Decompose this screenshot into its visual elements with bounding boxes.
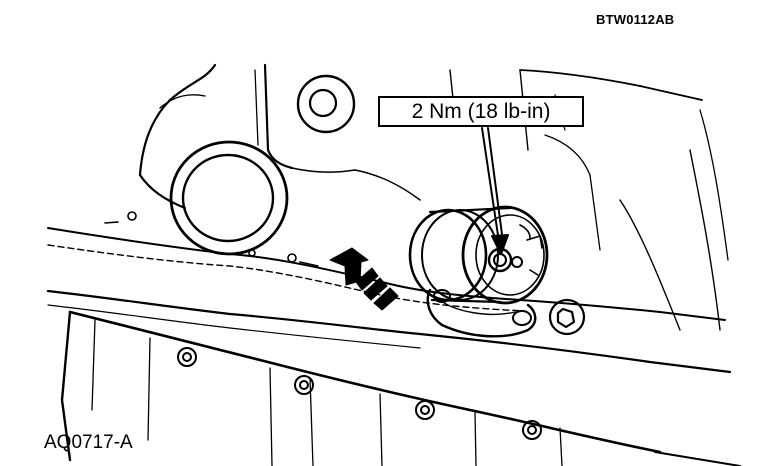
- bolt-icon: [177, 347, 197, 367]
- seam-details: [104, 211, 319, 267]
- large-port: [169, 140, 289, 256]
- round-boss: [296, 74, 356, 134]
- pan-bolts: [177, 347, 542, 440]
- figure-reference-bottom: AQ0717-A: [44, 432, 133, 453]
- side-bolt: [548, 298, 586, 336]
- direction-arrow-icon: [329, 247, 399, 311]
- callout-leader: [481, 127, 509, 255]
- bolt-icon: [415, 400, 435, 420]
- oil-pan: [60, 310, 741, 466]
- bolt-icon: [294, 375, 314, 395]
- bolt-icon: [522, 420, 542, 440]
- sender-unit: [408, 205, 549, 338]
- figure-reference-top: BTW0112AB: [596, 12, 675, 27]
- torque-callout: 2 Nm (18 lb-in): [378, 96, 584, 127]
